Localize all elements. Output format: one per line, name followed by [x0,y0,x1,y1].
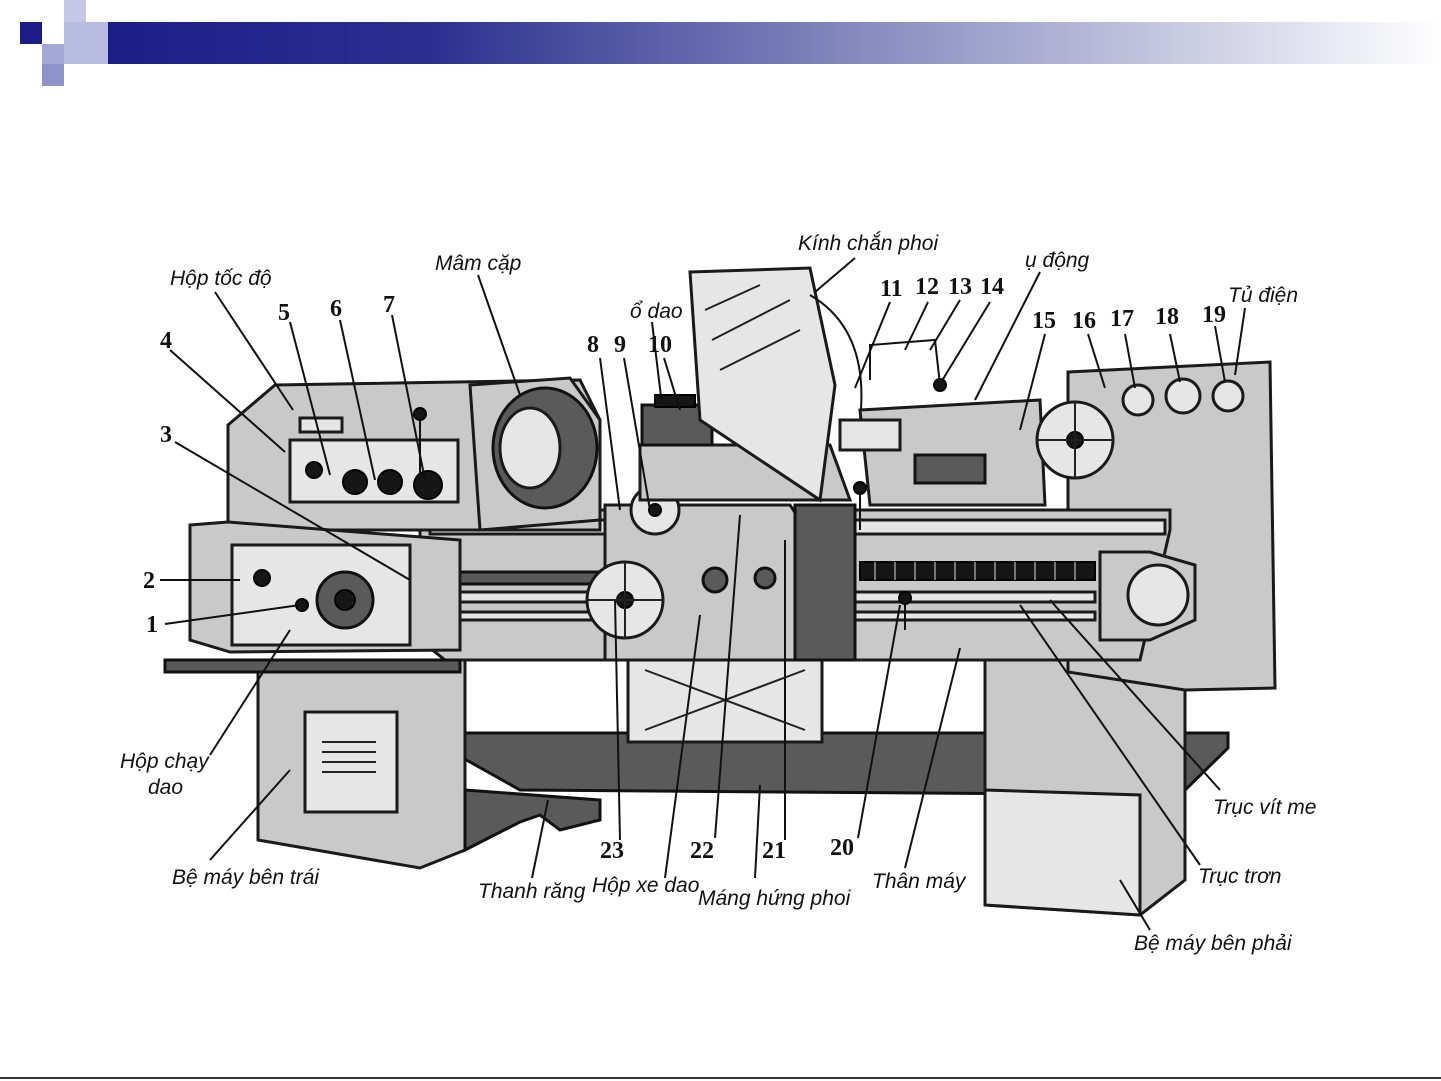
label-be-may-ben-phai: Bệ máy bên phải [1134,932,1293,955]
speed-dial [306,462,322,478]
label-mam-cap: Mâm cặp [435,252,521,275]
header-square-mid [42,64,64,86]
callout-12: 12 [915,274,939,300]
callout-20: 20 [830,835,854,861]
header-square-light [64,22,108,64]
label-hop-xe-dao: Hộp xe dao [592,874,700,897]
cabinet-dial-18 [1166,379,1200,413]
callout-1: 1 [146,612,158,638]
lathe-drawing [165,268,1275,915]
callout-2: 2 [143,568,155,594]
left-ledge [165,660,460,672]
header-square-dark [20,22,42,44]
callout-9: 9 [614,332,626,358]
callout-13: 13 [948,274,972,300]
callout-11: 11 [880,276,903,302]
label-o-dao: ổ dao [630,300,683,323]
callout-15: 15 [1032,308,1056,334]
label-hop-chay-dao-line2: dao [148,776,183,799]
callout-21: 21 [762,838,786,864]
label-kinh-chan-phoi: Kính chắn phoi [798,232,939,255]
callout-8: 8 [587,332,599,358]
callout-16: 16 [1072,308,1096,334]
label-tu-dien: Tủ điện [1228,284,1298,307]
label-truc-vit-me: Trục vít me [1213,796,1316,819]
label-hop-chay-dao-line1: Hộp chạy [120,750,210,773]
speed-dial [343,470,367,494]
callout-10: 10 [648,332,672,358]
callout-22: 22 [690,838,714,864]
rack-bar [455,572,605,584]
label-be-may-ben-trai: Bệ máy bên trái [172,866,320,889]
label-mang-hung-phoi: Máng hứng phoi [698,887,852,910]
label-thanh-rang: Thanh răng [478,880,586,903]
tailstock-quill [840,420,900,450]
callout-17: 17 [1110,306,1134,332]
left-base-foot [465,790,600,850]
header-square-mid [42,44,64,64]
coolant-pipe [870,340,940,385]
header-decoration [20,0,1441,86]
label-truc-tron: Trục trơn [1198,865,1281,888]
callout-19: 19 [1202,302,1226,328]
cabinet-dial-17 [1123,385,1153,415]
header-square-light [64,0,86,22]
callout-6: 6 [330,296,342,322]
tailstock [860,400,1045,505]
callout-3: 3 [160,422,172,448]
label-hop-toc-do: Hộp tốc độ [170,267,272,290]
callout-4: 4 [160,328,172,354]
callout-14: 14 [980,274,1004,300]
callout-5: 5 [278,300,290,326]
label-than-may: Thân máy [872,870,967,893]
callout-18: 18 [1155,304,1179,330]
callout-23: 23 [600,838,624,864]
speed-dial [414,471,442,499]
header-gradient-bar [86,22,1441,64]
right-base-front [985,790,1140,915]
label-u-dong: ụ động [1025,249,1090,272]
callout-7: 7 [383,292,395,318]
apron-side [795,505,855,660]
speed-dial [378,470,402,494]
cabinet-dial-19 [1213,381,1243,411]
